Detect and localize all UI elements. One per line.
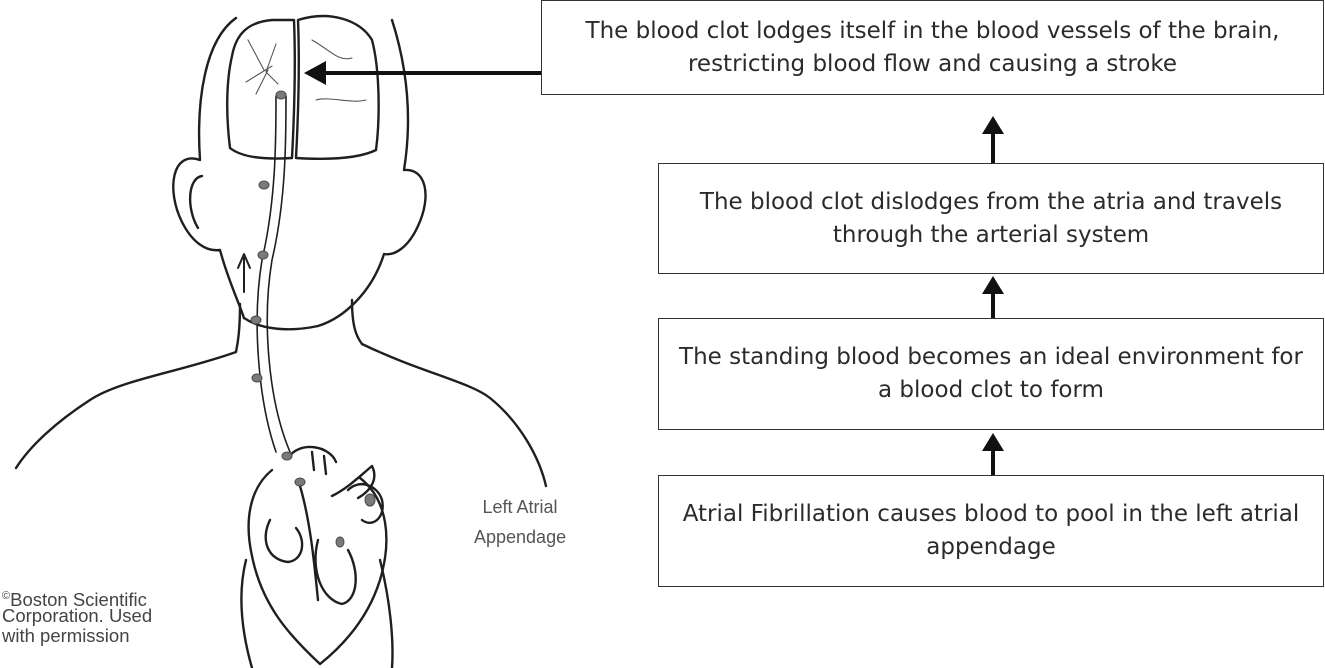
step-box-travel: The blood clot dislodges from the atria … — [658, 163, 1324, 274]
clot-2 — [259, 181, 269, 189]
clot-8 — [365, 494, 375, 506]
credit-line3: with permission — [2, 626, 130, 646]
brain-fold-2 — [312, 40, 366, 101]
ear — [190, 176, 202, 228]
brain-fold-1 — [246, 40, 278, 94]
arrow-up-1-head — [982, 116, 1004, 134]
step-box-pool: Atrial Fibrillation causes blood to pool… — [658, 475, 1324, 587]
clot-4 — [251, 316, 261, 324]
clot-7 — [295, 478, 305, 486]
arrow-up-3-head — [982, 433, 1004, 451]
aortic-arch — [288, 447, 336, 474]
laa-label-line1: Left Atrial — [474, 497, 566, 518]
heart-chamber-right — [315, 540, 355, 604]
vessel-arrow — [238, 254, 250, 292]
clot-6 — [282, 452, 292, 460]
credit-line2: Corporation. Used — [2, 606, 152, 626]
clot-3 — [258, 251, 268, 259]
clot-9 — [336, 537, 344, 547]
laa-label-line2: Appendage — [474, 527, 566, 548]
step-box-stroke: The blood clot lodges itself in the bloo… — [541, 0, 1324, 95]
artery-right-wall — [267, 96, 290, 452]
head-outline — [173, 18, 244, 318]
step-box-form: The standing blood becomes an ideal envi… — [658, 318, 1324, 430]
step-text-stroke: The blood clot lodges itself in the bloo… — [560, 15, 1305, 81]
clot-1 — [276, 91, 286, 99]
step-text-pool: Atrial Fibrillation causes blood to pool… — [677, 498, 1305, 564]
artery-left-wall — [257, 96, 276, 452]
brain-left-hemisphere — [227, 20, 295, 159]
neck-left — [16, 304, 240, 468]
head-heart-illustration — [0, 0, 640, 668]
step-text-form: The standing blood becomes an ideal envi… — [677, 341, 1305, 407]
neck-right — [352, 300, 546, 486]
pulmonary-vessel — [332, 466, 374, 498]
arrow-up-2-head — [982, 276, 1004, 294]
copyright-symbol: © — [2, 590, 10, 602]
clot-5 — [252, 374, 262, 382]
heart-chamber-left — [266, 520, 302, 562]
head-outline-right — [318, 20, 426, 326]
step-text-travel: The blood clot dislodges from the atria … — [677, 186, 1305, 252]
brain-right-hemisphere — [296, 16, 379, 159]
